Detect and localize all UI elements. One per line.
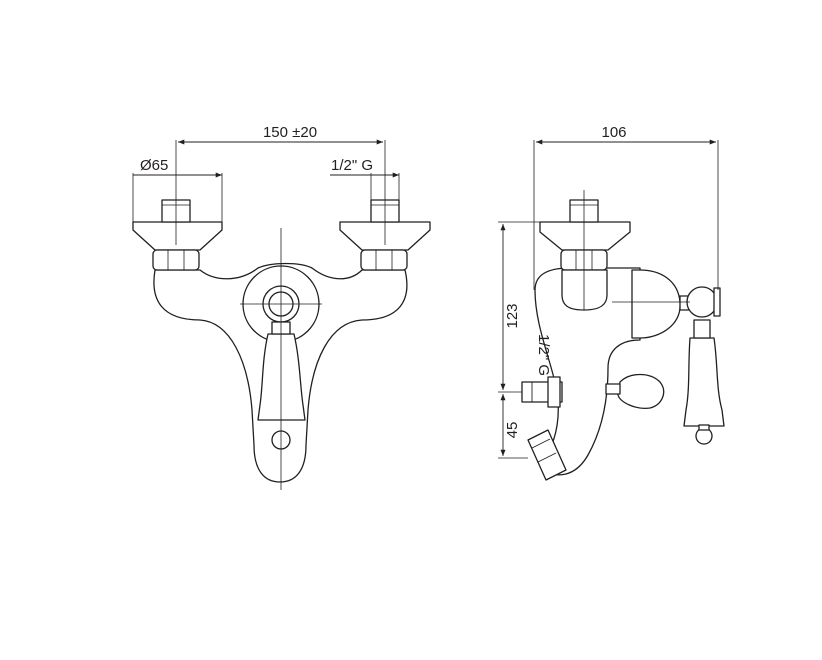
dimension-diameter: Ø65 <box>132 157 223 222</box>
lever-handle <box>257 333 306 421</box>
front-view: 150 ±20 Ø65 1/2" G <box>132 124 431 490</box>
dimension-outlet-thread-label: 1/2" G <box>535 334 552 376</box>
dimension-thread-label: 1/2" G <box>331 157 373 174</box>
dimension-outlet: 45 <box>498 394 528 459</box>
dimension-depth-label: 106 <box>601 124 626 141</box>
dimension-thread: 1/2" G <box>330 157 400 200</box>
dimension-height: 123 <box>498 221 540 393</box>
dimension-outlet-label: 45 <box>504 422 521 439</box>
right-hex-nut <box>360 249 408 271</box>
dimension-diameter-label: Ø65 <box>140 157 168 174</box>
side-knob <box>686 286 718 318</box>
dimension-width: 150 ±20 <box>175 124 386 245</box>
left-hex-nut <box>152 249 200 271</box>
left-flange <box>132 221 223 251</box>
side-spout-outlet <box>527 429 567 481</box>
dimension-width-label: 150 ±20 <box>263 124 317 141</box>
side-flange <box>539 221 631 251</box>
dimension-height-label: 123 <box>504 303 521 328</box>
side-lever <box>683 337 725 427</box>
side-view: 106 123 45 1/2" G <box>498 124 725 481</box>
outlet-connection <box>521 376 563 408</box>
cartridge-housing <box>631 269 681 339</box>
side-diverter-knob <box>617 373 665 409</box>
dimension-outlet-thread: 1/2" G <box>531 334 552 402</box>
dimension-depth: 106 <box>533 124 719 290</box>
